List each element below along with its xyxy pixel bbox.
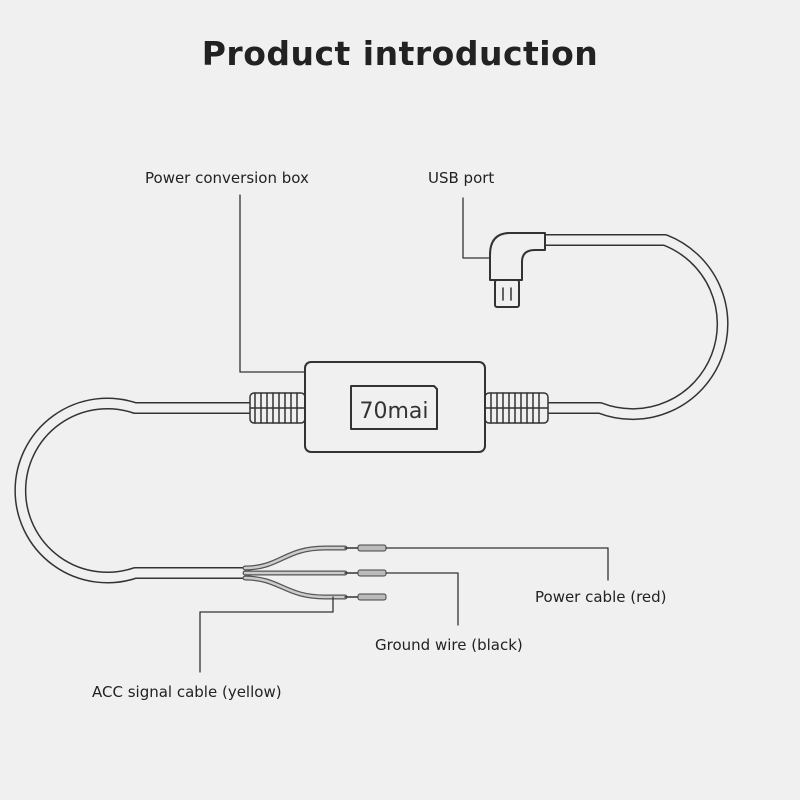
- usb-plug: [489, 232, 546, 308]
- label-usb-port: USB port: [428, 169, 495, 187]
- logo-frame: [350, 385, 438, 430]
- power-cable-terminal: [357, 544, 387, 552]
- left-cable: [14, 397, 256, 584]
- acc-cable-terminal: [357, 593, 387, 601]
- ground-wire-terminal: [357, 569, 387, 577]
- label-power-cable: Power cable (red): [535, 588, 667, 606]
- brand-logo: 70mai: [359, 399, 428, 424]
- leader-lines: [199, 194, 609, 673]
- page-title: Product introduction: [201, 34, 599, 73]
- label-acc-cable: ACC signal cable (yellow): [92, 683, 282, 701]
- label-ground-wire: Ground wire (black): [375, 636, 523, 654]
- label-power-conversion-box: Power conversion box: [145, 169, 309, 187]
- right-cable: [539, 234, 729, 421]
